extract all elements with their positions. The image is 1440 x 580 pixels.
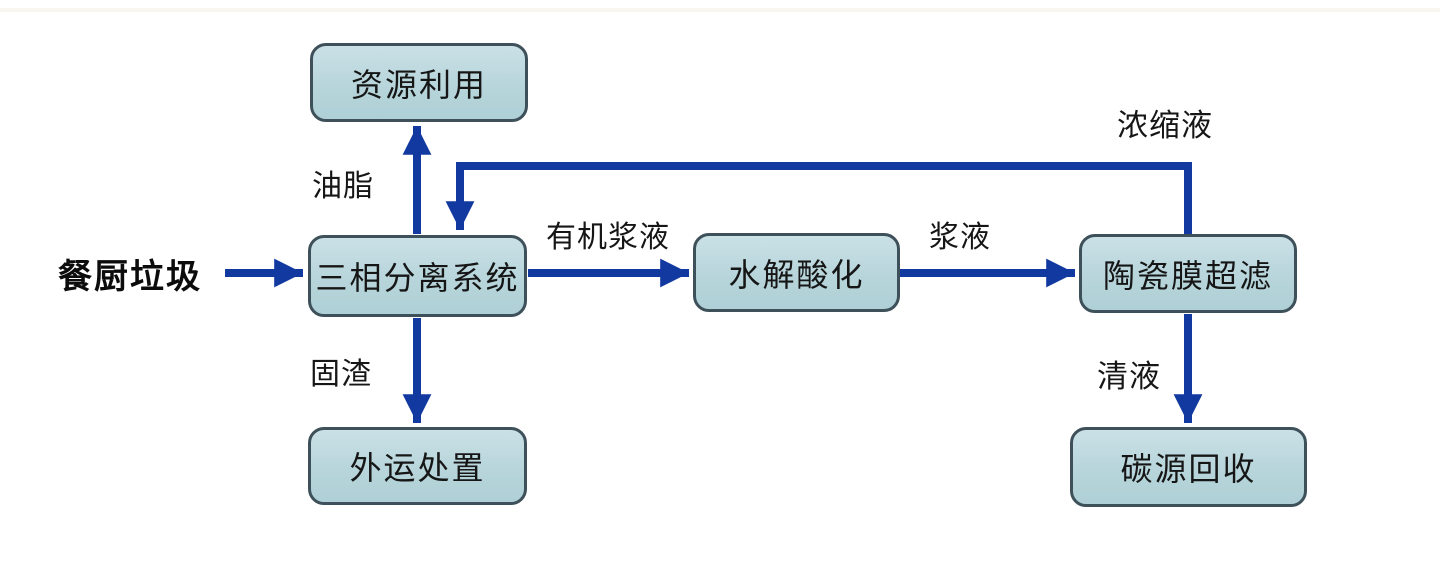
- node-resource-use: 资源利用: [310, 43, 528, 122]
- source-label-kitchen-waste: 餐厨垃圾: [58, 256, 202, 297]
- edge-label-slurry: 浆液: [929, 220, 991, 255]
- node-three-phase-separation-label: 三相分离系统: [315, 259, 520, 297]
- edge-concentrate-return-line: [445, 162, 1192, 234]
- edge-label-clear-liquid: 清液: [1097, 359, 1161, 395]
- page-top-rule: [0, 8, 1440, 12]
- node-resource-use-label: 资源利用: [350, 65, 487, 104]
- edge-label-organic-slurry: 有机浆液: [546, 220, 670, 255]
- node-three-phase-separation: 三相分离系统: [308, 235, 527, 317]
- node-ceramic-membrane-uf-label: 陶瓷膜超滤: [1102, 256, 1273, 295]
- node-offsite-disposal-label: 外运处置: [349, 449, 486, 487]
- edge-label-grease: 油脂: [312, 169, 374, 204]
- edge-label-solid-residue: 固渣: [310, 357, 372, 392]
- edge-label-concentrate: 浓缩液: [1117, 108, 1213, 144]
- node-ceramic-membrane-uf: 陶瓷膜超滤: [1079, 234, 1297, 313]
- node-offsite-disposal: 外运处置: [308, 427, 527, 505]
- node-carbon-source-recovery: 碳源回收: [1070, 427, 1307, 507]
- node-carbon-source-recovery-label: 碳源回收: [1120, 450, 1257, 488]
- node-hydrolysis-acidification-label: 水解酸化: [728, 255, 865, 294]
- node-hydrolysis-acidification: 水解酸化: [693, 233, 900, 312]
